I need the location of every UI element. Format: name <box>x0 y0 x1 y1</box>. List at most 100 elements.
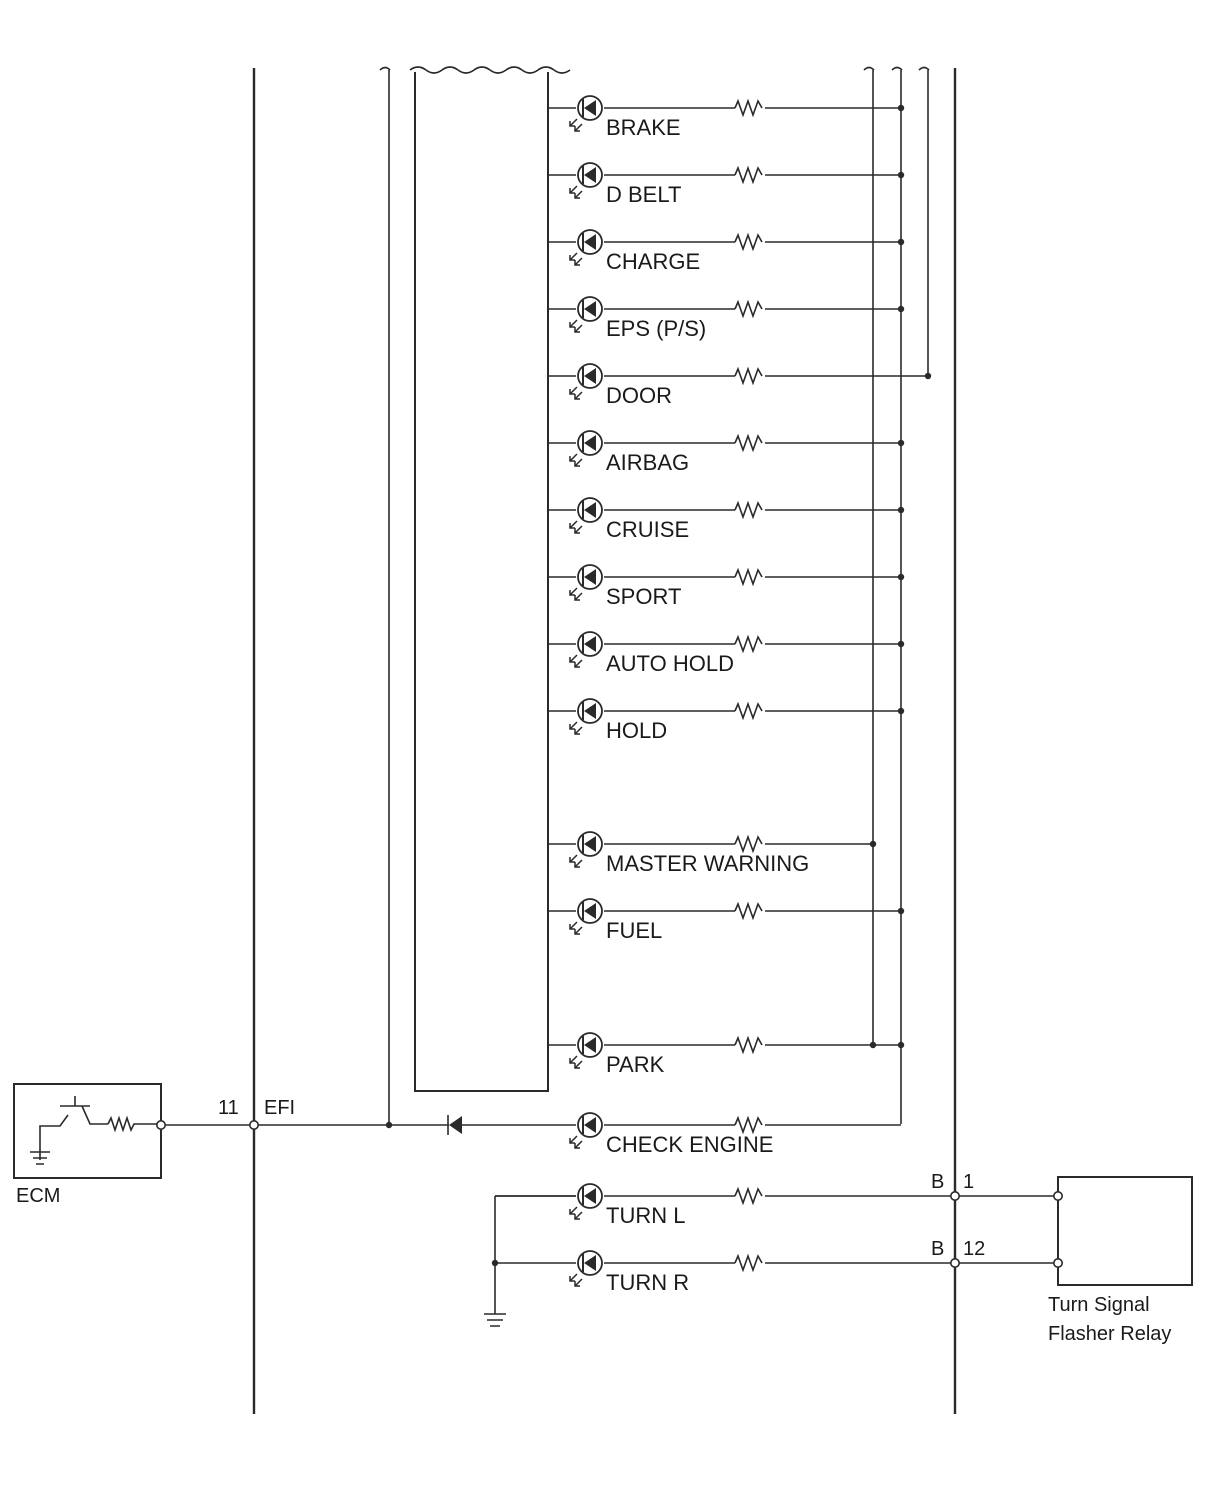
led-icon <box>569 698 603 735</box>
indicator-label: BRAKE <box>606 115 681 140</box>
led-icon <box>569 564 603 601</box>
indicator-rows: BRAKE D BELT CHARGE EPS (P/S) DOOR AIRBAG CRUI… <box>548 95 932 1077</box>
led-icon <box>569 898 603 935</box>
indicator-row: FUEL <box>548 898 905 943</box>
junction-dot <box>897 573 905 581</box>
resistor-icon <box>734 98 763 118</box>
indicator-row: BRAKE <box>548 95 905 140</box>
junction-dot <box>897 104 905 112</box>
ecm-terminal <box>156 1120 167 1131</box>
flasher-relay: Turn Signal Flasher Relay <box>1048 1176 1193 1345</box>
resistor-icon <box>734 366 763 386</box>
led-icon <box>569 430 603 467</box>
indicator-label: CRUISE <box>606 517 689 542</box>
ecm-label: ECM <box>16 1185 60 1207</box>
junction-dot <box>897 907 905 915</box>
turn-row: TURN R B 12 <box>495 1238 1054 1295</box>
indicator-label: PARK <box>606 1052 665 1077</box>
led-icon <box>569 1250 603 1287</box>
indicator-label: SPORT <box>606 584 681 609</box>
indicator-label: EPS (P/S) <box>606 316 706 341</box>
resistor-icon <box>734 299 763 319</box>
connector-terminal <box>949 1258 960 1269</box>
ground-icon <box>30 1151 50 1165</box>
led-icon <box>569 831 603 868</box>
junction-dot <box>897 640 905 648</box>
connector-terminal <box>949 1191 960 1202</box>
connector-label: B <box>931 1238 944 1260</box>
resistor-icon <box>734 901 763 921</box>
relay-label-line2: Flasher Relay <box>1048 1323 1171 1345</box>
ecm-block: ECM <box>13 1083 167 1207</box>
indicator-row: AUTO HOLD <box>548 631 905 676</box>
led-icon <box>569 497 603 534</box>
junction-dot <box>897 439 905 447</box>
relay-label-line1: Turn Signal <box>1048 1294 1150 1316</box>
indicator-row: CHARGE <box>548 229 905 274</box>
junction-dot <box>897 238 905 246</box>
led-icon <box>569 1112 603 1149</box>
indicator-row: EPS (P/S) <box>548 296 905 341</box>
check-engine-label: CHECK ENGINE <box>606 1132 773 1157</box>
connector-label: B <box>931 1171 944 1193</box>
indicator-row: PARK <box>548 1032 905 1077</box>
indicator-row: D BELT <box>548 162 905 207</box>
resistor-icon <box>734 567 763 587</box>
meter-block <box>414 72 549 1092</box>
indicator-row: SPORT <box>548 564 905 609</box>
ecm-resistor-icon <box>107 1115 160 1133</box>
turn-label: TURN L <box>606 1203 685 1228</box>
indicator-label: FUEL <box>606 918 662 943</box>
indicator-label: DOOR <box>606 383 672 408</box>
efi-feed-break <box>379 66 391 71</box>
junction-dot <box>897 305 905 313</box>
resistor-icon <box>734 834 763 854</box>
junction-dot <box>869 1041 877 1049</box>
indicator-row: HOLD <box>548 698 905 743</box>
resistor-icon <box>734 500 763 520</box>
resistor-icon <box>734 1186 763 1206</box>
led-icon <box>569 363 603 400</box>
fuse-label: EFI <box>264 1097 295 1119</box>
indicator-row: DOOR <box>548 363 932 408</box>
junction-dot <box>869 840 877 848</box>
junction-dot <box>924 372 932 380</box>
turn-label: TURN R <box>606 1270 689 1295</box>
junction-dot <box>897 707 905 715</box>
indicator-label: D BELT <box>606 182 681 207</box>
resistor-icon <box>734 165 763 185</box>
transistor-icon <box>39 1096 108 1160</box>
indicator-row: AIRBAG <box>548 430 905 475</box>
ground-icon <box>484 1313 506 1327</box>
indicator-row: CRUISE <box>548 497 905 542</box>
efi-terminal <box>249 1120 260 1131</box>
junction-dot <box>897 506 905 514</box>
resistor-icon <box>734 1253 763 1273</box>
ecm-pin-label: 11 <box>218 1097 239 1119</box>
resistor-icon <box>734 634 763 654</box>
indicator-label: MASTER WARNING <box>606 851 809 876</box>
led-icon <box>569 296 603 333</box>
resistor-icon <box>734 433 763 453</box>
diode-icon <box>449 1116 462 1134</box>
indicator-label: CHARGE <box>606 249 700 274</box>
indicator-row: MASTER WARNING <box>548 831 877 876</box>
junction-dot <box>897 1041 905 1049</box>
meter-block-break <box>409 66 571 74</box>
resistor-icon <box>734 1115 763 1135</box>
led-icon <box>569 229 603 266</box>
resistor-icon <box>734 1035 763 1055</box>
check-engine-row: CHECK ENGINE <box>160 1112 901 1157</box>
pin-label: 1 <box>963 1171 974 1193</box>
led-icon <box>569 631 603 668</box>
junction-dot <box>897 171 905 179</box>
resistor-icon <box>734 701 763 721</box>
indicator-label: AUTO HOLD <box>606 651 734 676</box>
led-icon <box>569 1183 603 1220</box>
collector-break <box>863 66 930 71</box>
pin-label: 12 <box>963 1238 985 1260</box>
indicator-label: HOLD <box>606 718 667 743</box>
